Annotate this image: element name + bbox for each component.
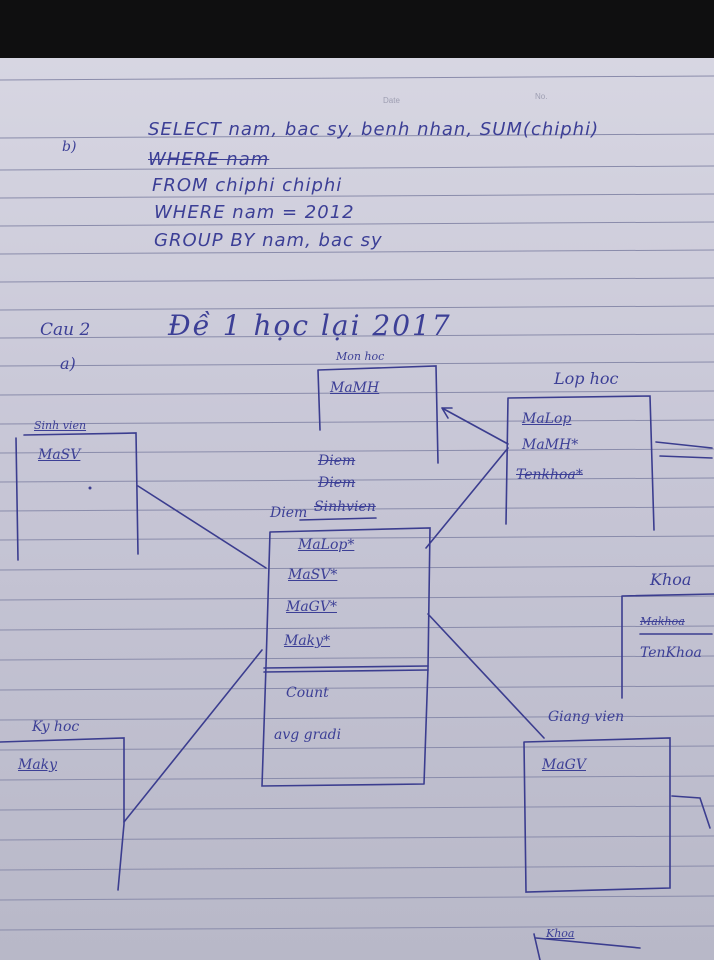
date-label: Date <box>383 96 400 105</box>
diem-attribute-avg-gradi: avg gradi <box>274 727 342 743</box>
sql-line-3: FROM chiphi chiphi <box>152 175 343 196</box>
diem-crossed-label-1: Diem <box>318 453 356 469</box>
monhoc-entity-name: Mon hoc <box>336 350 385 363</box>
diem-entity-name: Diem <box>270 505 308 521</box>
khoa-field-makhoa: Makhoa <box>640 615 685 628</box>
exam-title: Đề 1 học lại 2017 <box>168 309 452 342</box>
diem-field-maky: Maky* <box>284 633 331 649</box>
diem-crossed-label-2: Diem <box>318 475 356 491</box>
diem-crossed-name: Sinhvien <box>314 499 376 515</box>
question-2-label: Cau 2 <box>40 320 91 340</box>
diem-field-masv: MaSV* <box>288 567 338 583</box>
khoa-entity-name: Khoa <box>650 570 692 589</box>
diem-field-magv: MaGV* <box>286 599 337 615</box>
lophoc-entity-name: Lop hoc <box>554 369 619 388</box>
sinhvien-field-masv: MaSV <box>38 447 81 463</box>
part-b-label: b) <box>62 139 77 155</box>
sinhvien-entity-name: Sinh vien <box>34 419 87 432</box>
sql-line-4: WHERE nam = 2012 <box>154 202 355 223</box>
giangvien-entity-name: Giang vien <box>548 709 625 725</box>
kyhoc-field-maky: Maky <box>18 757 58 773</box>
notebook-page: Date No. b) SELECT nam, bac sy, benh nha… <box>0 58 714 960</box>
khoa-bottom-entity-name: Khoa <box>546 927 575 940</box>
lophoc-field-malop: MaLop <box>522 411 572 427</box>
sql-line-2: WHERE nam <box>148 149 270 170</box>
sql-line-5: GROUP BY nam, bac sy <box>154 230 383 251</box>
lophoc-field-tenkhoa: Tenkhoa* <box>516 467 583 483</box>
khoa-field-tenkhoa: TenKhoa <box>640 645 702 661</box>
diem-attribute-count: Count <box>286 685 329 701</box>
monhoc-field-mamh: MaMH <box>330 380 380 396</box>
sql-line-1: SELECT nam, bac sy, benh nhan, SUM(chiph… <box>148 119 600 140</box>
giangvien-field-magv: MaGV <box>542 757 586 773</box>
lophoc-field-mamh: MaMH* <box>522 437 579 453</box>
number-label: No. <box>535 92 548 101</box>
kyhoc-entity-name: Ky hoc <box>32 719 80 735</box>
part-a-label: a) <box>60 354 76 373</box>
diem-field-malop: MaLop* <box>298 537 355 553</box>
